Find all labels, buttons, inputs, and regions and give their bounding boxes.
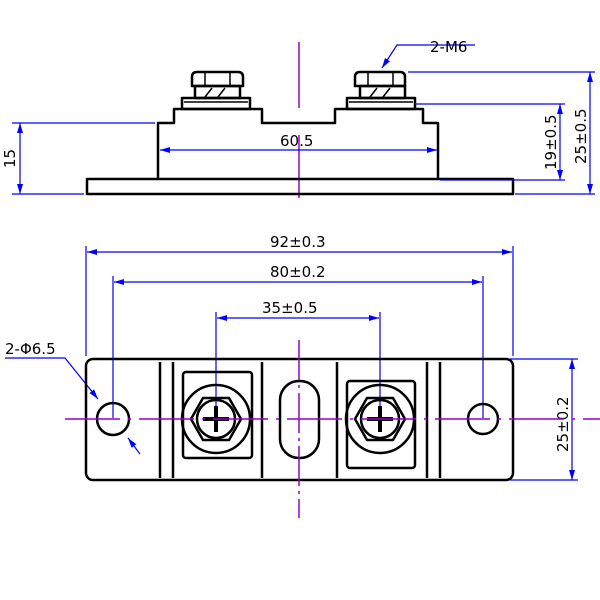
width-dimension: 60.5 (280, 132, 313, 150)
body-height-dimension: 19±0.5 (542, 114, 560, 170)
side-view: 2-M6 60.5 15 19±0.5 25±0.5 (1, 38, 595, 198)
module-body (156, 107, 440, 179)
base-height-dimension: 15 (1, 149, 19, 168)
terminal-left (180, 370, 254, 460)
total-height-dimension: 25±0.5 (572, 108, 590, 164)
base-plate (85, 177, 515, 196)
width-dimension: 25±0.2 (554, 396, 572, 452)
hole-pitch-dimension: 80±0.2 (270, 263, 326, 281)
top-view: 92±0.3 80±0.2 35±0.5 25±0.2 2-Φ6.5 (5, 233, 600, 518)
thread-label: 2-M6 (430, 38, 467, 56)
nut-right (345, 70, 417, 111)
terminal-pitch-dimension: 35±0.5 (262, 299, 318, 317)
hole-label: 2-Φ6.5 (5, 340, 56, 358)
overall-length-dimension: 92±0.3 (270, 233, 326, 251)
nut-left (180, 70, 252, 111)
